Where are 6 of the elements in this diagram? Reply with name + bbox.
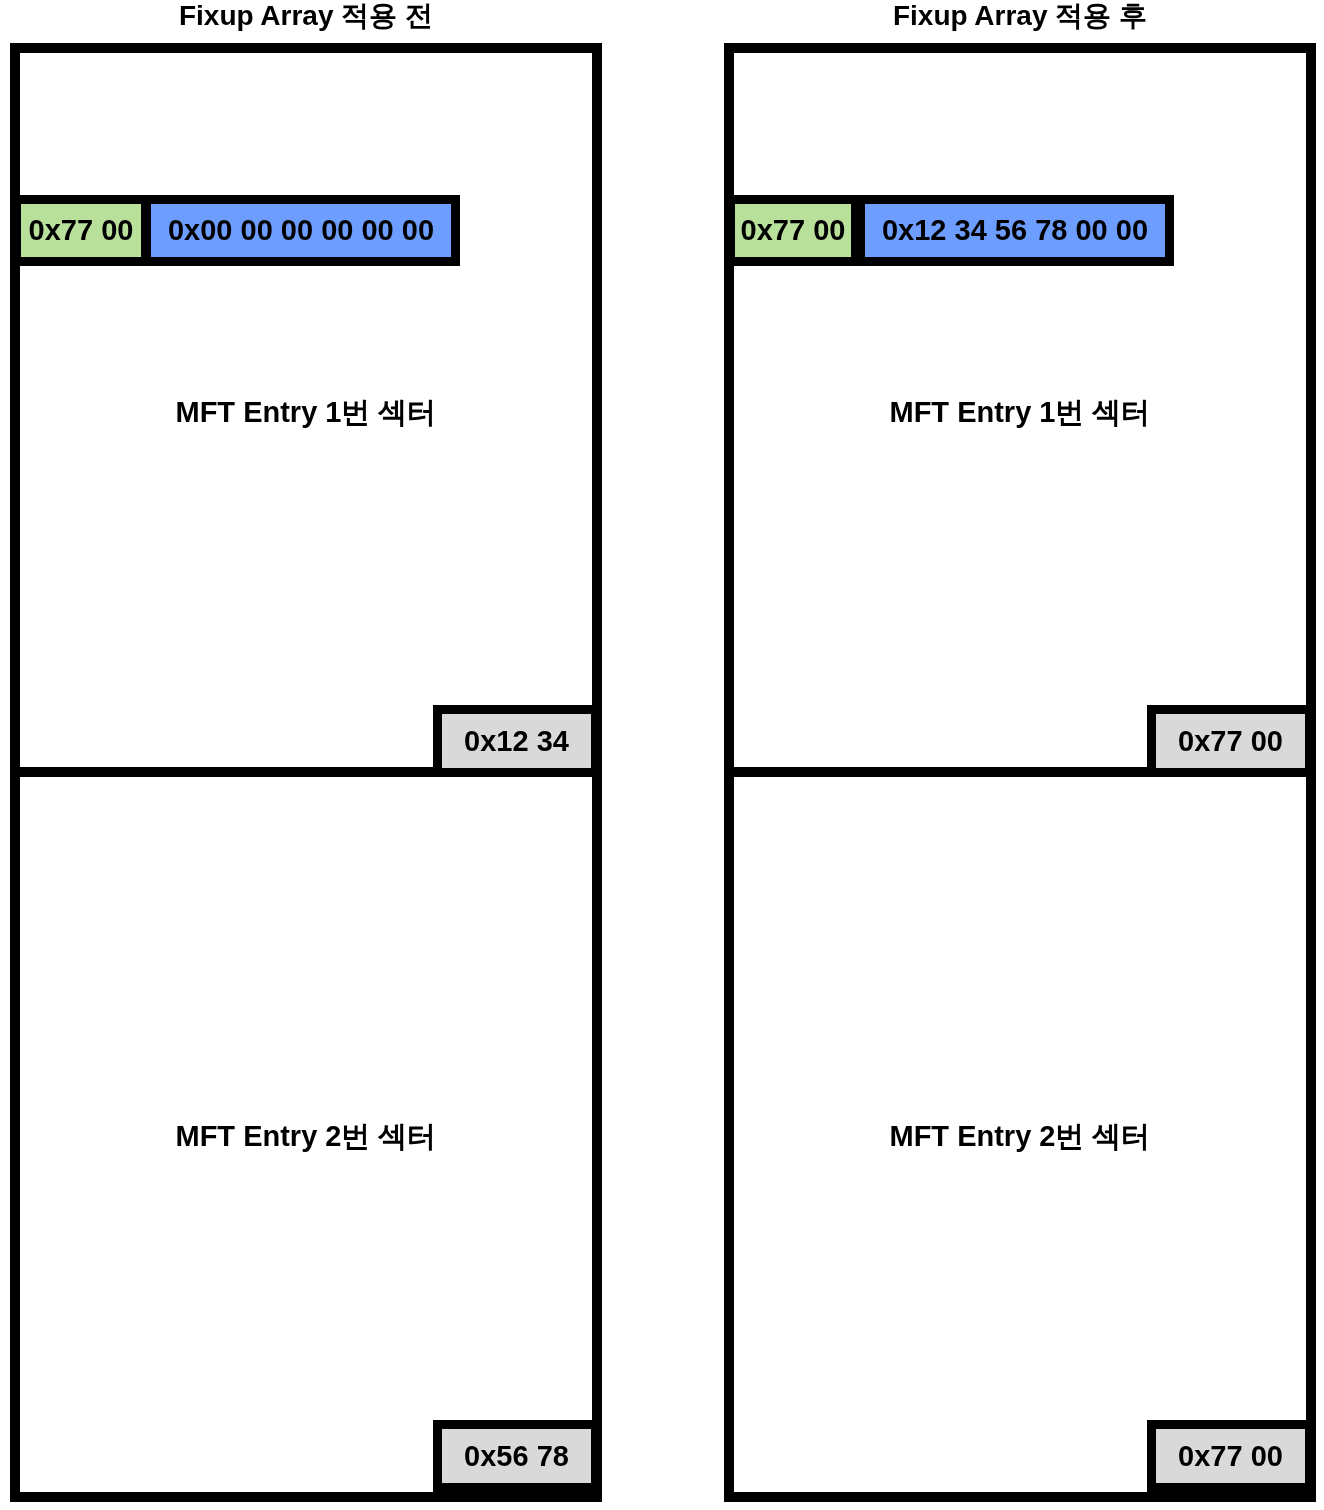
sector-label: MFT Entry 2번 섹터 — [174, 1119, 438, 1154]
panel-heading: Fixup Array 적용 후 — [891, 0, 1149, 33]
sector-label: MFT Entry 1번 섹터 — [174, 395, 438, 430]
sector-label: MFT Entry 2번 섹터 — [888, 1119, 1152, 1154]
panel-heading: Fixup Array 적용 전 — [177, 0, 435, 33]
sector-label: MFT Entry 1번 섹터 — [888, 395, 1152, 430]
